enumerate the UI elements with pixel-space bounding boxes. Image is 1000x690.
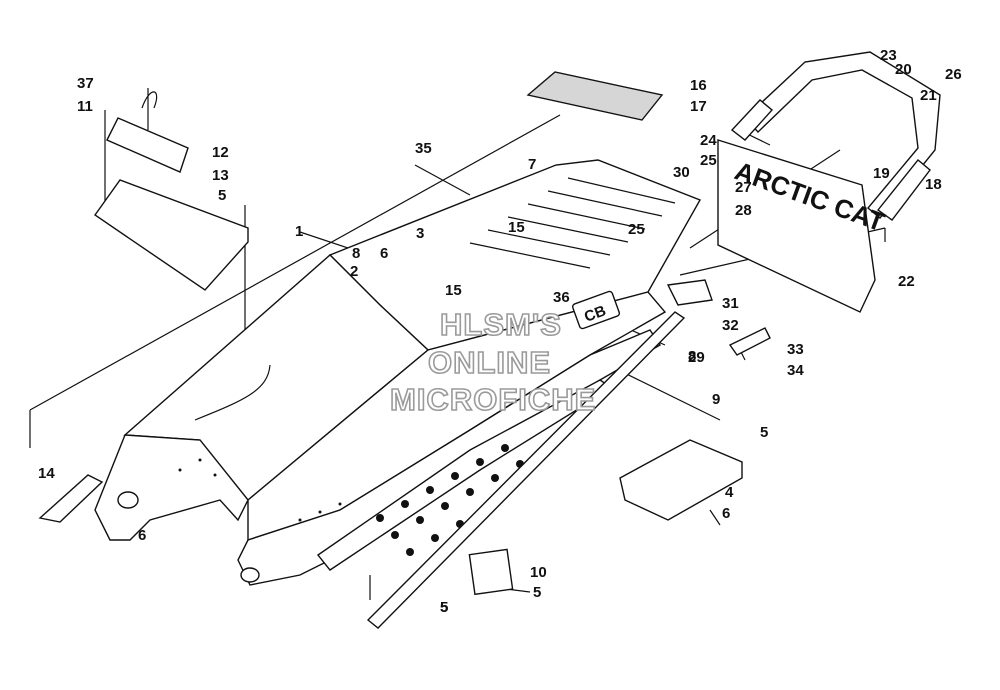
callout: 5: [760, 424, 768, 441]
rear-bumper: [730, 51, 941, 221]
callout: 6: [380, 245, 388, 262]
bracket-4: [619, 439, 743, 521]
callout: 16: [690, 77, 707, 94]
callout: 5: [440, 599, 448, 616]
callout: 6: [138, 527, 146, 544]
callout: 19: [873, 165, 890, 182]
rear-hole: [240, 567, 260, 583]
callout: 25: [628, 221, 645, 238]
callout: 12: [212, 144, 229, 161]
callout: 36: [553, 289, 570, 306]
callout: 20: [895, 61, 912, 78]
callout-numbers: 1 2 3 4 5 5 5 5 5 6 6 6 7 8 8 9 10 11 12…: [38, 47, 962, 616]
floor-mat: [526, 71, 664, 121]
callout: 10: [530, 564, 547, 581]
callout: 11: [77, 98, 93, 115]
callout: 26: [945, 66, 962, 83]
callout: 18: [925, 176, 942, 193]
callout: 23: [880, 47, 897, 64]
callout: 30: [673, 164, 690, 181]
callout: 32: [722, 317, 739, 334]
upper-shield: [106, 117, 189, 173]
lower-shield: [94, 179, 249, 291]
callout: 4: [725, 484, 734, 501]
id-plate-text: CB: [582, 302, 608, 325]
callout: 1: [295, 223, 303, 240]
rear-flap: [717, 139, 876, 313]
slide-strip: [366, 311, 686, 629]
callout: 28: [735, 202, 752, 219]
callout: 33: [787, 341, 804, 358]
side-holes: [178, 444, 524, 556]
watermark-line-3: MICROFICHE: [390, 382, 596, 417]
id-plate: [571, 290, 621, 330]
tunnel-front-bulkhead: [94, 434, 249, 541]
callout: 24: [700, 132, 717, 149]
callout: 14: [38, 465, 55, 482]
callout: 27: [735, 179, 752, 196]
callout: 34: [787, 362, 804, 379]
callout: 17: [690, 98, 707, 115]
callout: 15: [508, 219, 525, 236]
callout: 35: [415, 140, 432, 157]
callout: 5: [440, 599, 448, 616]
callout: 7: [528, 156, 536, 173]
callout: 21: [920, 87, 937, 104]
watermark-line-1: HLSM'S: [440, 307, 562, 342]
watermark: HLSM'S ONLINE MICROFICHE: [389, 306, 596, 418]
callout: 8: [688, 348, 696, 365]
callout: 31: [722, 295, 739, 312]
callout: 37: [77, 75, 94, 92]
callout: 29: [688, 349, 705, 366]
callout: 9: [712, 391, 720, 408]
bracket-31: [666, 279, 713, 306]
callout: 5: [218, 187, 226, 204]
callout: 2: [350, 263, 358, 280]
callout: 8: [352, 245, 360, 262]
tunnel-assembly: CB: [94, 159, 702, 586]
plate-10: [468, 548, 514, 596]
clip: [141, 91, 158, 109]
watermark-line-2: ONLINE: [428, 345, 551, 380]
bulkhead-hole: [117, 491, 139, 509]
callout: 6: [722, 505, 730, 522]
callout: 3: [416, 225, 424, 242]
bracket-33: [728, 327, 771, 356]
callout: 15: [445, 282, 462, 299]
front-bracket: [38, 474, 104, 523]
callout: 25: [700, 152, 717, 169]
callout: 13: [212, 167, 229, 184]
callout: 5: [533, 584, 541, 601]
callout: 22: [898, 273, 915, 290]
tunnel-crease: [194, 364, 271, 421]
deck-ribs: [469, 177, 676, 269]
